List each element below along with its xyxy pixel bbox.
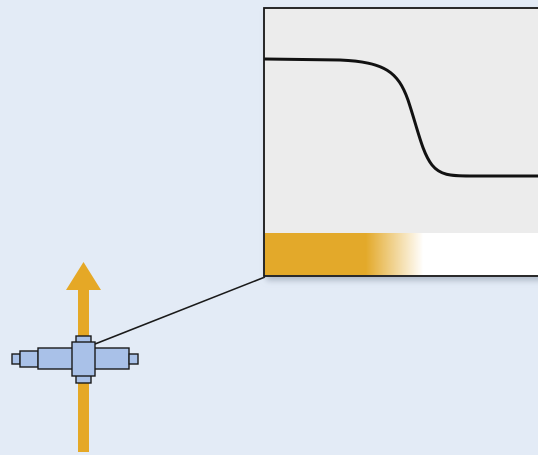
holder-center-block: [71, 341, 96, 377]
holder-right-cap: [128, 353, 139, 365]
holder-left-cap: [11, 353, 21, 365]
holder-left-arm-inner: [37, 347, 75, 370]
callout-line: [94, 276, 266, 345]
inset-panel: [263, 7, 538, 277]
holder-left-arm: [19, 350, 39, 368]
holder-right-arm-inner: [92, 347, 130, 370]
transmission-gradient-bar: [265, 233, 538, 275]
sample-holder-icon: [11, 335, 139, 384]
inset-frame: [263, 7, 538, 277]
response-curve: [263, 57, 538, 178]
inset-border: [263, 7, 538, 277]
beam-arrowhead: [66, 262, 101, 290]
